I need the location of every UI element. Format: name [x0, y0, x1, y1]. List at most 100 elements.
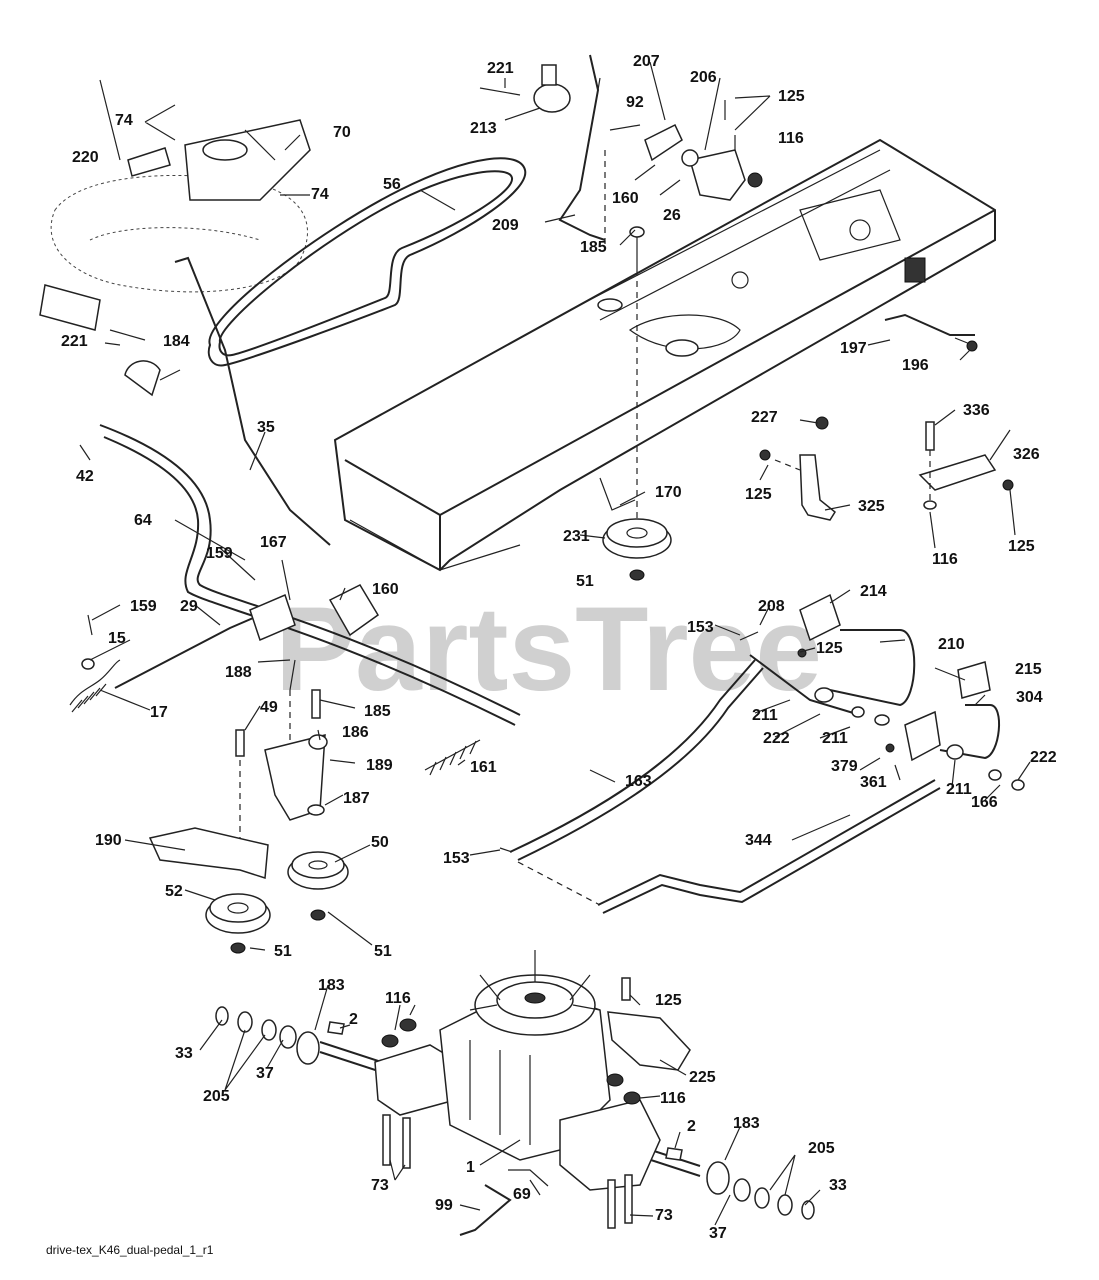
label-205b: 205 — [808, 1140, 835, 1157]
pin-221b — [479, 87, 521, 96]
label-125b: 125 — [745, 486, 772, 503]
label-207: 207 — [633, 53, 660, 70]
nut-116 — [923, 500, 937, 510]
pin-221 — [109, 329, 146, 341]
knob-213 — [533, 64, 571, 113]
lever-207 — [644, 123, 683, 162]
grip-220 — [127, 147, 171, 177]
label-51b: 51 — [274, 943, 292, 960]
label-211b: 211 — [822, 730, 848, 747]
rod-29 — [114, 614, 261, 689]
label-186: 186 — [342, 724, 369, 741]
label-116: 116 — [778, 130, 804, 147]
bolt-125 — [759, 449, 771, 461]
bracket-326 — [918, 454, 997, 491]
label-221b: 221 — [61, 333, 88, 350]
label-35: 35 — [257, 419, 275, 436]
bolt-73 — [382, 1114, 391, 1166]
bolt-170 — [599, 477, 636, 511]
transaxle-1 — [319, 950, 701, 1191]
nut-116 — [399, 1018, 417, 1032]
label-185b: 185 — [364, 703, 391, 720]
bolt-73 — [402, 1117, 411, 1169]
bushing-186 — [308, 734, 328, 750]
label-73: 73 — [371, 1177, 389, 1194]
bolt-196 — [966, 340, 978, 352]
spring-coils-17 — [71, 683, 107, 713]
nut-116 — [623, 1091, 641, 1105]
label-50: 50 — [371, 834, 389, 851]
label-196: 196 — [902, 357, 929, 374]
washer-15 — [81, 658, 95, 670]
bracket-225 — [607, 1011, 691, 1071]
label-211c: 211 — [946, 781, 972, 798]
label-33b: 33 — [829, 1177, 847, 1194]
label-56: 56 — [383, 176, 401, 193]
bushing-211 — [946, 744, 964, 760]
nut-379 — [885, 743, 895, 753]
label-159: 159 — [206, 545, 233, 562]
dash-cover-70 — [184, 119, 311, 201]
label-189: 189 — [366, 757, 393, 774]
pin-153 — [739, 631, 759, 641]
label-160: 160 — [612, 190, 639, 207]
pulley-52 — [205, 893, 271, 934]
bracket-190 — [148, 827, 269, 879]
label-183: 183 — [318, 977, 345, 994]
label-185: 185 — [580, 239, 607, 256]
key-2 — [327, 1021, 345, 1035]
label-344: 344 — [745, 832, 772, 849]
cable-35 — [174, 256, 331, 546]
bolt-125 — [621, 977, 631, 1001]
label-116c: 116 — [385, 990, 411, 1007]
label-159b: 159 — [130, 598, 157, 615]
nut-116 — [747, 172, 763, 188]
label-92: 92 — [626, 94, 644, 111]
label-197: 197 — [840, 340, 867, 357]
pivot-197 — [884, 313, 975, 336]
label-166: 166 — [971, 794, 998, 811]
label-205: 205 — [203, 1088, 230, 1105]
label-64: 64 — [134, 512, 152, 529]
label-153b: 153 — [443, 850, 470, 867]
label-225: 225 — [689, 1069, 716, 1086]
label-15: 15 — [108, 630, 126, 647]
label-161: 161 — [470, 759, 497, 776]
bracket-361 — [904, 710, 941, 762]
label-37b: 37 — [709, 1225, 727, 1242]
label-220: 220 — [72, 149, 99, 166]
label-208: 208 — [758, 598, 785, 615]
label-73b: 73 — [655, 1207, 673, 1224]
nut-116 — [606, 1073, 624, 1087]
label-222b: 222 — [1030, 749, 1057, 766]
label-74: 74 — [115, 112, 133, 129]
label-213: 213 — [470, 120, 497, 137]
clip-184 — [124, 360, 161, 397]
label-70: 70 — [333, 124, 351, 141]
label-325: 325 — [858, 498, 885, 515]
label-214: 214 — [860, 583, 887, 600]
label-49: 49 — [260, 699, 278, 716]
label-51c: 51 — [374, 943, 392, 960]
label-125e: 125 — [655, 992, 682, 1009]
label-99: 99 — [435, 1197, 453, 1214]
lever-188-bracket — [328, 584, 379, 637]
shaft-208 — [749, 654, 861, 716]
steering-shaft-64 — [39, 284, 521, 726]
label-26: 26 — [663, 207, 681, 224]
label-116d: 116 — [660, 1090, 686, 1107]
label-37: 37 — [256, 1065, 274, 1082]
label-336: 336 — [963, 402, 990, 419]
label-210: 210 — [938, 636, 965, 653]
label-42: 42 — [76, 468, 94, 485]
rod-163 — [509, 659, 756, 853]
label-33: 33 — [175, 1045, 193, 1062]
label-163: 163 — [625, 773, 652, 790]
bolt-336 — [925, 421, 935, 451]
part-labels: 221 207 206 125 74 70 92 213 116 220 56 … — [61, 53, 1057, 1242]
label-190: 190 — [95, 832, 122, 849]
label-125d: 125 — [816, 640, 843, 657]
bracket-325 — [799, 454, 836, 521]
chassis-frame — [333, 138, 996, 572]
